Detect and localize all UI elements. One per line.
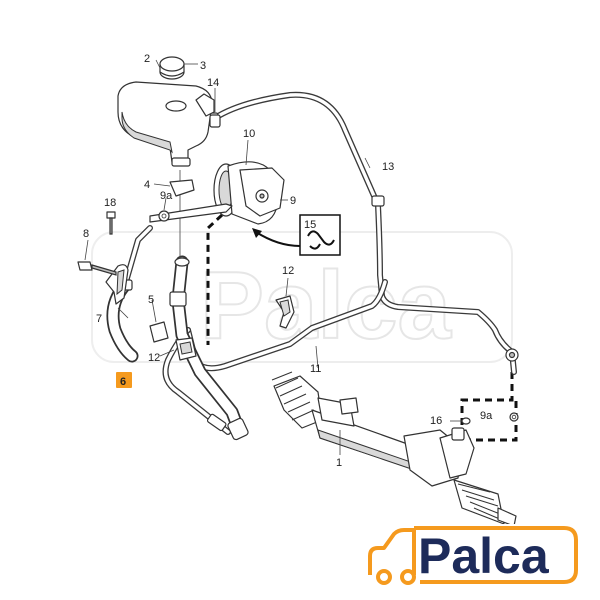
car-icon bbox=[368, 528, 416, 585]
pressure-pipe-13 bbox=[203, 91, 519, 375]
label-16: 16 bbox=[430, 415, 442, 427]
leader-lines bbox=[117, 59, 371, 369]
return-line-dashed bbox=[206, 213, 224, 345]
rack-connection-dashed bbox=[460, 372, 518, 442]
label-8: 8 bbox=[83, 228, 89, 240]
label-2: 2 bbox=[144, 53, 150, 65]
reservoir-cap-3 bbox=[159, 56, 185, 80]
label-13: 13 bbox=[382, 161, 394, 173]
label-4: 4 bbox=[144, 179, 150, 191]
label-9a-left: 9a bbox=[160, 190, 173, 202]
clip-12-upper bbox=[275, 277, 295, 329]
steering-pump-10 bbox=[149, 139, 288, 225]
label-3: 3 bbox=[200, 60, 206, 72]
bracket-7 bbox=[105, 264, 129, 305]
label-18: 18 bbox=[104, 197, 116, 209]
label-12-lower: 12 bbox=[148, 352, 160, 364]
bolt-18 bbox=[106, 211, 116, 235]
fluid-reservoir-2 bbox=[117, 81, 215, 167]
label-15: 15 bbox=[304, 219, 316, 231]
highlighted-part-6: 6 bbox=[116, 372, 132, 388]
mounting-bracket-4 bbox=[153, 179, 195, 197]
seal-16 bbox=[450, 417, 471, 425]
label-14: 14 bbox=[207, 77, 219, 89]
label-6: 6 bbox=[120, 376, 126, 388]
clip-5 bbox=[149, 321, 169, 343]
label-9a-right: 9a bbox=[480, 410, 493, 422]
steering-rack-1 bbox=[271, 371, 517, 527]
bolt-8 bbox=[77, 239, 117, 276]
label-10: 10 bbox=[243, 128, 255, 140]
logo-text: Palca bbox=[418, 528, 550, 584]
seal-9a-right bbox=[509, 412, 519, 422]
label-5: 5 bbox=[148, 294, 154, 306]
washer-9a bbox=[158, 210, 170, 222]
clip-12-lower bbox=[175, 337, 197, 361]
label-7: 7 bbox=[96, 313, 102, 325]
label-11: 11 bbox=[310, 363, 321, 375]
brand-logo: Palca bbox=[354, 524, 580, 590]
hose-clamp-icon bbox=[307, 230, 335, 250]
label-12-upper: 12 bbox=[282, 265, 294, 277]
inset-box-15 bbox=[252, 214, 341, 256]
part-labels: 2 3 14 10 4 9a 9 13 18 8 15 12 5 7 12 11… bbox=[83, 53, 493, 469]
clamp-14 bbox=[209, 88, 221, 128]
label-1: 1 bbox=[336, 457, 342, 469]
label-9: 9 bbox=[290, 195, 296, 207]
